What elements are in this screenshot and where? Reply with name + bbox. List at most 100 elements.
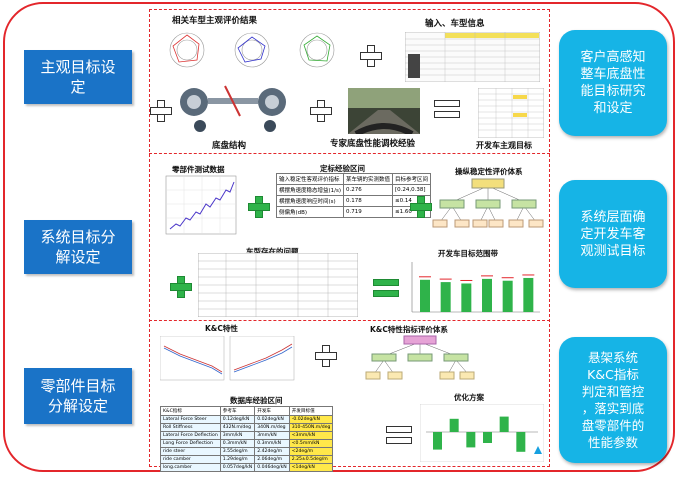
chart-bar <box>440 282 451 312</box>
problems-table-image <box>198 253 358 317</box>
table-row: K&C指标 参考车 开发车 开发目标值 <box>160 406 334 416</box>
outer-frame <box>3 2 675 472</box>
table-header-cell: 输入稳定性客观评价指标 <box>275 173 345 185</box>
equals-icon <box>434 98 460 120</box>
expert-driving-image <box>348 88 420 134</box>
note-suspension-kc: 悬架系统 K&C指标 判定和管控 ，落实到底 盘零部件的 性能参数 <box>559 337 667 463</box>
table-cell: ride camber <box>160 455 221 464</box>
table-cell: 0.276 <box>343 184 394 196</box>
table-header-cell: 参考车 <box>219 406 256 416</box>
table-header-cell: 开发车 <box>254 406 290 416</box>
table-row: Lateral Force Deflection 3mm/kN 3mm/kN <… <box>160 431 334 440</box>
caption-input-info: 输入、车型信息 <box>425 19 485 29</box>
table-cell: 0.12deg/kN <box>219 415 256 424</box>
chart-bar <box>461 283 472 312</box>
table-cell: 1.29deg/m <box>219 455 256 464</box>
chart-bar <box>523 277 534 312</box>
table-cell: 3.55deg/m <box>219 447 256 456</box>
table-cell: 0.3mm/kN <box>219 439 256 448</box>
table-cell: 0.178 <box>343 195 394 207</box>
caption-test-data: 零部件测试数据 <box>172 165 225 174</box>
kc-system-tree-image <box>365 335 475 380</box>
equals-icon <box>373 277 399 299</box>
table-cell: Lateral Force Deflection <box>160 431 221 440</box>
vehicle-info-table-image <box>405 32 540 82</box>
table-cell: long.camber <box>160 463 221 472</box>
table-row: 横摆角速度稳态增益(1/s) 0.276 [0.24,0.38] <box>275 184 432 196</box>
table-cell: 2.42deg/m <box>254 447 290 456</box>
table-cell: <2deg/m <box>288 447 334 456</box>
chart-bar <box>499 416 509 432</box>
table-cell: 0.3mm/kN <box>254 439 290 448</box>
table-row: 横摆角速度响应时间(s) 0.178 ≤0.14 <box>275 195 432 207</box>
table-row: ride steer 3.55deg/m 2.42deg/m <2deg/m <box>160 447 334 456</box>
table-header-cell: 某车辆的实测数值 <box>343 173 394 185</box>
plus-icon <box>310 100 332 122</box>
table-row: Long Force Deflection 0.3mm/kN 0.3mm/kN … <box>160 439 334 448</box>
table-row: 输入稳定性客观评价指标 某车辆的实测数值 目标参考区间 <box>275 173 432 185</box>
optimization-chart <box>420 404 544 462</box>
plus-icon <box>315 345 337 367</box>
row-divider-2 <box>149 320 550 321</box>
test-data-plot-image <box>165 175 237 235</box>
table-cell: 横摆角速度响应时间(s) <box>275 195 345 207</box>
chassis-structure-image <box>180 85 286 132</box>
table-cell: 310-450N.m/deg <box>288 423 334 432</box>
plus-icon <box>150 100 172 122</box>
table-cell: Lateral Force Steer <box>160 415 221 424</box>
table-cell: 340N.m/deg <box>254 423 290 432</box>
table-row: ride camber 1.29deg/m 2.06deg/m 2.25±0.5… <box>160 455 334 464</box>
target-range-chart <box>411 262 540 313</box>
handling-system-tree-image <box>432 178 544 228</box>
plus-icon <box>248 196 270 218</box>
note-system-level: 系统层面确 定开发车客 观测试目标 <box>559 180 667 288</box>
table-header-cell: K&C指标 <box>160 406 221 416</box>
plus-icon <box>170 276 192 298</box>
table-header-cell: 开发目标值 <box>288 406 334 416</box>
caption-database-range: 数据库经验区间 <box>230 396 283 405</box>
table-cell: 0.02deg/kN <box>254 415 290 424</box>
table-cell: <1deg/kN <box>288 463 334 472</box>
inner-dashed-frame <box>149 9 550 467</box>
chart-bar <box>516 432 526 452</box>
chart-bar <box>420 279 430 312</box>
table-cell: 0.046deg/kN <box>254 463 290 472</box>
plus-icon <box>410 196 432 218</box>
table-cell: <0.5mm/kN <box>288 439 334 448</box>
table-row: long.camber 0.057deg/kN 0.046deg/kN <1de… <box>160 463 334 472</box>
radar-charts-image <box>169 32 335 68</box>
table-row: 侧偏角(dB) 0.719 ≤1.60 <box>275 206 432 218</box>
plus-icon <box>360 45 382 67</box>
table-header-cell: 目标参考区间 <box>392 173 432 185</box>
table-cell: [0.24,0.38] <box>392 184 432 196</box>
label-component-target: 零部件目标 分解设定 <box>24 368 132 424</box>
kc-table: K&C指标 参考车 开发车 开发目标值 Lateral Force Steer … <box>160 406 334 472</box>
subjective-target-table-image <box>478 88 544 138</box>
caption-expert-experience: 专家底盘性能调校经验 <box>330 139 416 149</box>
table-cell: 侧偏角(dB) <box>275 206 345 218</box>
table-cell: -0.02deg/kN <box>288 415 334 424</box>
chart-bar <box>466 432 476 448</box>
caption-kc-system: K&C特性指标评价体系 <box>370 325 448 334</box>
kc-curves-image <box>160 336 295 381</box>
caption-chassis-structure: 底盘结构 <box>212 141 247 151</box>
label-subjective-target: 主观目标设 定 <box>24 50 132 104</box>
chart-bar <box>483 432 492 443</box>
caption-related-eval: 相关车型主观评价结果 <box>172 16 258 26</box>
table-cell: ride steer <box>160 447 221 456</box>
chart-bar <box>433 432 442 450</box>
caption-vehicle-problems: 车型存在的问题 <box>246 247 299 256</box>
table-cell: 0.719 <box>343 206 394 218</box>
caption-handling-system: 操纵稳定性评价体系 <box>455 167 523 176</box>
chart-bar <box>449 418 459 432</box>
table-cell: 2.25±0.5deg/m <box>288 455 334 464</box>
chart-bar <box>482 278 492 312</box>
caption-kc-characteristic: K&C特性 <box>205 324 238 333</box>
range-table: 输入稳定性客观评价指标 某车辆的实测数值 目标参考区间 横摆角速度稳态增益(1/… <box>275 173 432 218</box>
table-cell: 3mm/kN <box>254 431 290 440</box>
row-divider-1 <box>149 153 550 154</box>
table-row: Lateral Force Steer 0.12deg/kN 0.02deg/k… <box>160 415 334 424</box>
caption-calibration-range: 定标经验区间 <box>320 164 365 173</box>
caption-target-range-band: 开发车目标范围带 <box>438 249 498 258</box>
table-cell: 横摆角速度稳态增益(1/s) <box>275 184 345 196</box>
